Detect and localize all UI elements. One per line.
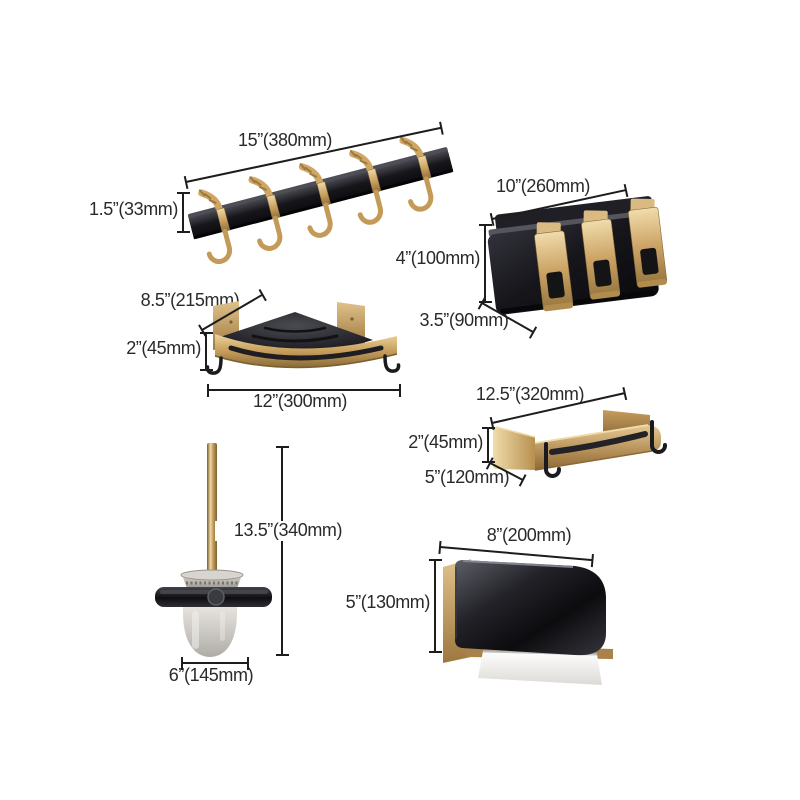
dim-line-rail-height: [176, 192, 190, 233]
dim-label-shelf-width: 12.5”(320mm): [475, 384, 585, 404]
dim-label-rail-width: 15”(380mm): [237, 130, 333, 150]
dim-label-corner-depth: 8.5”(215mm): [140, 290, 240, 310]
dim-label-shelf-depth: 5”(120mm): [424, 467, 510, 487]
dim-label-holder-depth: 3.5”(90mm): [419, 310, 509, 330]
hook: [248, 176, 283, 251]
glossy-cover: [455, 560, 606, 656]
toothbrush-holder-graphic: [487, 196, 668, 315]
hook: [349, 150, 384, 225]
wall-shelf-graphic: [493, 410, 667, 478]
dim-label-corner-width: 12”(300mm): [252, 391, 348, 411]
dim-label-corner-height: 2”(45mm): [126, 338, 201, 358]
front-hook: [544, 442, 561, 478]
dim-line-brush-width: [181, 656, 249, 670]
glass-cup: [183, 603, 237, 657]
hook: [399, 136, 434, 212]
dim-line-shelf-height: [481, 427, 495, 463]
gold-clips: [534, 198, 668, 312]
dim-line-paper-height: [428, 559, 442, 653]
hook: [198, 189, 233, 265]
toilet-brush-assembly: [155, 443, 272, 657]
dim-line-corner-height: [199, 332, 213, 371]
end-hook: [650, 420, 667, 454]
hook: [298, 163, 333, 238]
dim-line-holder-height: [478, 224, 492, 303]
corner-shelf-graphic: [205, 301, 401, 375]
robe-hook-rail-graphic: [187, 136, 454, 265]
dim-label-paper-height: 5”(130mm): [345, 592, 431, 612]
dim-label-holder-width: 10”(260mm): [495, 176, 591, 196]
paper-sheet: [478, 651, 602, 685]
dim-label-paper-width: 8”(200mm): [486, 525, 572, 545]
right-hook: [383, 354, 401, 373]
dim-label-shelf-height: 2”(45mm): [408, 432, 483, 452]
corner-shelf-assembly: [205, 301, 401, 375]
dim-line-corner-width: [207, 383, 401, 397]
clip: [628, 198, 668, 288]
rail-assembly: [187, 136, 454, 265]
dim-label-brush-height: 13.5”(340mm): [215, 520, 361, 541]
clip: [581, 210, 621, 300]
paper-holder-graphic: [443, 559, 613, 685]
brush-handle: [207, 443, 217, 577]
holder-assembly: [487, 196, 668, 315]
dim-label-brush-width: 6”(145mm): [168, 665, 254, 685]
paper-holder-assembly: [443, 559, 613, 685]
wall-shelf-assembly: [493, 410, 667, 478]
dim-label-rail-height: 1.5”(33mm): [88, 199, 178, 219]
dim-label-holder-height: 4”(100mm): [395, 248, 481, 268]
rail-hooks: [198, 136, 434, 265]
dim-line-brush-height: [275, 446, 289, 656]
toilet-brush-graphic: [155, 443, 272, 657]
clip: [534, 222, 574, 312]
